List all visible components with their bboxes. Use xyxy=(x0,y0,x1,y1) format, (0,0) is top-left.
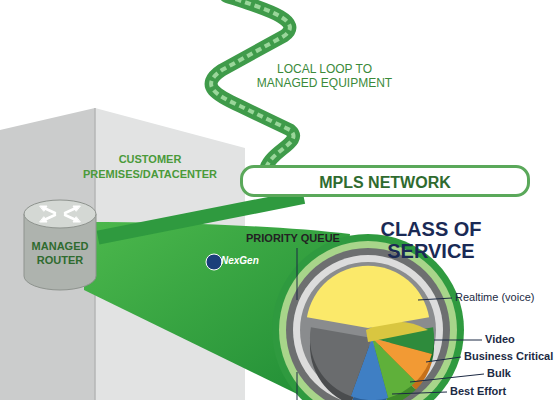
outer-ring xyxy=(279,241,457,400)
logo-dot xyxy=(206,254,222,270)
inner-ring xyxy=(293,255,443,400)
class-label: Video xyxy=(485,333,515,345)
class-label: Bulk xyxy=(487,367,511,379)
managed-router: MANAGED ROUTER xyxy=(22,198,98,292)
node-text: MPLS NETWORK xyxy=(243,173,527,192)
node-text: CUSTOMER PREMISES/DATACENTER xyxy=(72,152,228,182)
queue-label: PRIORITY QUEUE xyxy=(246,232,340,244)
class-label: Business Critical xyxy=(464,350,553,362)
node-text: MANAGED ROUTER xyxy=(22,240,98,268)
service-title: CLASS OF SERVICE xyxy=(376,218,486,262)
loop-label: LOCAL LOOP TO MANAGED EQUIPMENT xyxy=(252,62,397,90)
leader-lines xyxy=(297,248,484,400)
class-label: Best Effort xyxy=(450,385,506,397)
logo-text: NexGen xyxy=(221,255,259,266)
class-label: Realtime (voice) xyxy=(455,291,534,303)
mpls-network-box: MPLS NETWORK xyxy=(240,165,530,197)
realtime-slice xyxy=(307,266,429,328)
priority-ring xyxy=(286,248,450,400)
queue-slice xyxy=(310,327,372,396)
